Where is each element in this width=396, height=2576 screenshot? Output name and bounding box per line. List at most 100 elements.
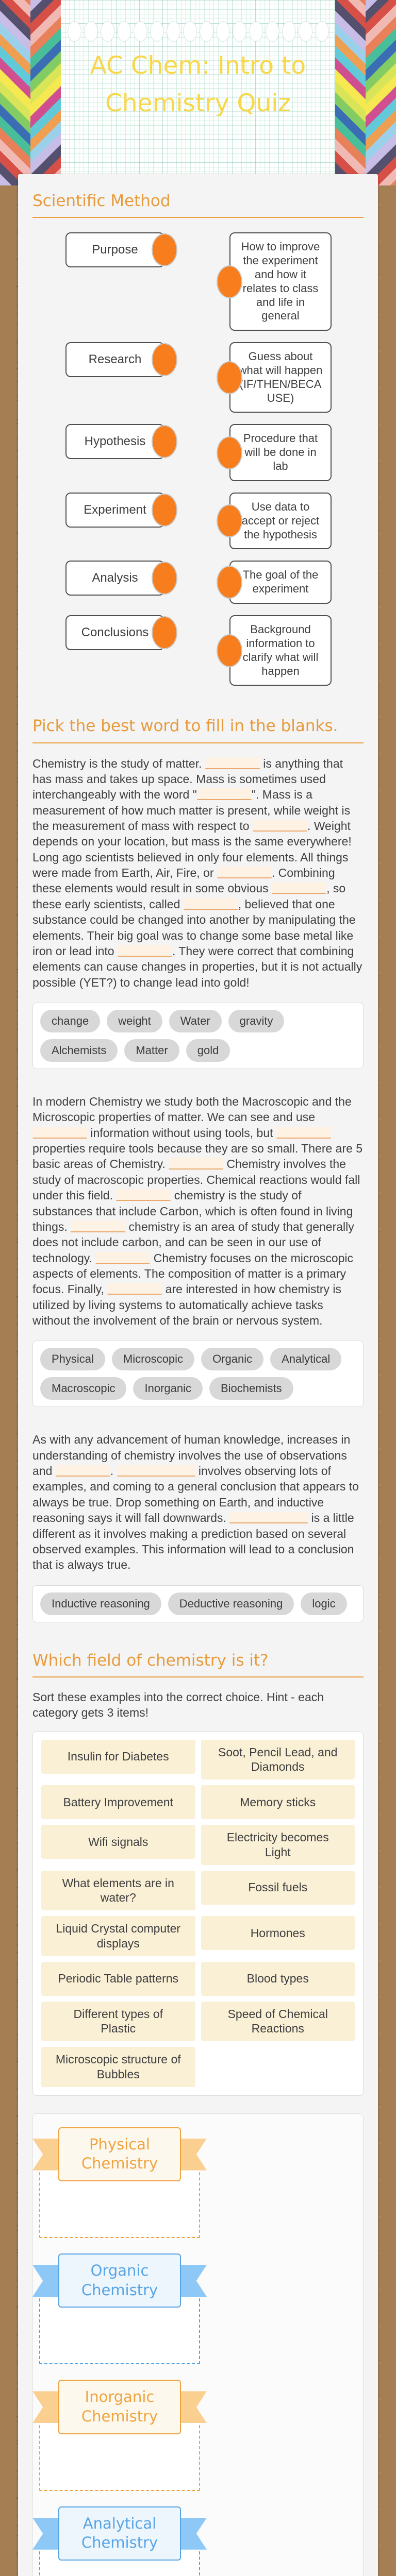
sortable-item[interactable]: Fossil fuels: [201, 1870, 355, 1905]
word-chip[interactable]: gravity: [228, 1009, 285, 1032]
category-inorganic-chemistry: Inorganic Chemistry: [39, 2380, 200, 2491]
answer-blank[interactable]: [272, 882, 327, 894]
connector-dot[interactable]: [152, 616, 177, 650]
sortable-item[interactable]: Microscopic structure of Bubbles: [41, 2047, 195, 2087]
match-definition: Guess about what will happen (IF/THEN/BE…: [217, 342, 332, 413]
category-organic-chemistry: Organic Chemistry: [39, 2253, 200, 2365]
section-fill-blanks: Pick the best word to fill in the blanks…: [32, 717, 364, 1622]
word-chip[interactable]: Biochemists: [209, 1377, 293, 1400]
ribbon-banner-icon: Organic Chemistry: [58, 2253, 181, 2308]
answer-blank[interactable]: [32, 1126, 87, 1139]
sortable-item[interactable]: Blood types: [201, 1961, 355, 1996]
sortable-item[interactable]: Speed of Chemical Reactions: [201, 2001, 355, 2042]
word-chip[interactable]: change: [40, 1009, 101, 1032]
word-chip[interactable]: Water: [169, 1009, 222, 1032]
punch-hole-icon: [249, 22, 262, 41]
sortable-item[interactable]: Periodic Table patterns: [41, 1961, 195, 1996]
graph-paper-background: [0, 0, 396, 185]
answer-blank[interactable]: [196, 788, 252, 801]
answer-blank[interactable]: [229, 1512, 308, 1524]
connector-dot[interactable]: [152, 562, 177, 595]
word-chip[interactable]: Matter: [124, 1039, 179, 1062]
match-definition-label: Background information to clarify what w…: [242, 623, 319, 677]
answer-blank[interactable]: [116, 1189, 171, 1201]
match-definition-label: Use data to accept or reject the hypothe…: [241, 500, 320, 541]
category-label: Inorganic Chemistry: [58, 2380, 181, 2434]
answer-blank[interactable]: [95, 1251, 151, 1264]
answer-blank[interactable]: [252, 820, 307, 832]
connector-dot[interactable]: [217, 436, 242, 469]
sortable-item[interactable]: Battery Improvement: [41, 1785, 195, 1820]
sortable-item[interactable]: Memory sticks: [201, 1785, 355, 1820]
word-chip[interactable]: Macroscopic: [40, 1377, 127, 1400]
answer-blank[interactable]: [107, 1283, 162, 1295]
word-chip[interactable]: Inorganic: [133, 1377, 203, 1400]
punch-hole-icon: [282, 22, 295, 41]
fill-blank-paragraph-1: Chemistry is the study of matter. is any…: [32, 756, 362, 989]
washi-tape-left: [0, 0, 61, 185]
match-definition: Background information to clarify what w…: [217, 615, 332, 686]
answer-blank[interactable]: [183, 897, 238, 910]
answer-blank[interactable]: [217, 867, 272, 879]
connector-dot[interactable]: [217, 566, 242, 599]
match-definition: How to improve the experiment and how it…: [217, 232, 332, 331]
word-chip[interactable]: Inductive reasoning: [40, 1592, 161, 1615]
word-chip[interactable]: Physical: [40, 1348, 105, 1371]
word-chip[interactable]: weight: [107, 1009, 162, 1032]
word-chip[interactable]: Microscopic: [111, 1348, 195, 1371]
answer-blank[interactable]: [169, 1158, 224, 1170]
punch-hole-icon: [101, 22, 114, 41]
scallop-border: [67, 22, 329, 41]
fill-blank-paragraph-2: In modern Chemistry we study both the Ma…: [32, 1094, 363, 1328]
answer-blank[interactable]: [205, 757, 260, 769]
connector-dot[interactable]: [217, 504, 242, 538]
connector-dot[interactable]: [152, 425, 177, 459]
connector-dot[interactable]: [152, 343, 177, 377]
word-chip[interactable]: Analytical: [270, 1348, 342, 1371]
connector-dot[interactable]: [217, 265, 242, 298]
connector-dot[interactable]: [217, 634, 242, 667]
punch-hole-icon: [299, 22, 312, 41]
section-heading: Pick the best word to fill in the blanks…: [32, 717, 338, 736]
sortable-item[interactable]: Liquid Crystal computer displays: [41, 1916, 195, 1956]
punch-hole-icon: [200, 22, 213, 41]
chevron-stripes-icon: [0, 0, 30, 185]
sortable-item[interactable]: Electricity becomes Light: [201, 1825, 355, 1865]
connector-dot[interactable]: [217, 361, 242, 394]
punch-hole-icon: [233, 22, 246, 41]
connector-dot[interactable]: [152, 493, 177, 527]
sortable-item[interactable]: Insulin for Diabetes: [41, 1739, 195, 1774]
answer-blank[interactable]: [71, 1220, 126, 1232]
word-chip[interactable]: gold: [186, 1039, 230, 1062]
answer-blank[interactable]: [117, 944, 172, 957]
answer-blank[interactable]: [117, 1465, 195, 1477]
word-chip[interactable]: Alchemists: [40, 1039, 118, 1062]
ribbon-banner-icon: Inorganic Chemistry: [58, 2380, 181, 2434]
sortable-item[interactable]: Hormones: [201, 1916, 355, 1951]
sortable-item[interactable]: Soot, Pencil Lead, and Diamonds: [201, 1739, 355, 1780]
sortable-item[interactable]: Different types of Plastic: [41, 2001, 195, 2042]
match-definition: Procedure that will be done in lab: [217, 424, 332, 481]
punch-hole-icon: [183, 22, 196, 41]
match-definition-label: Procedure that will be done in lab: [243, 432, 318, 473]
punch-hole-icon: [68, 22, 81, 41]
punch-hole-icon: [266, 22, 279, 41]
match-definition-label: How to improve the experiment and how it…: [241, 240, 320, 323]
answer-blank[interactable]: [55, 1465, 110, 1477]
match-term-label: Research: [88, 352, 142, 367]
answer-blank[interactable]: [276, 1126, 331, 1139]
sortable-item[interactable]: What elements are in water?: [41, 1870, 195, 1911]
punch-hole-icon: [150, 22, 163, 41]
word-chip[interactable]: Organic: [201, 1348, 264, 1371]
match-definition-label: The goal of the experiment: [242, 568, 319, 596]
section-which-field: Which field of chemistry is it? Sort the…: [32, 1651, 364, 2576]
connector-dot[interactable]: [152, 233, 177, 267]
word-chip[interactable]: Deductive reasoning: [168, 1592, 294, 1615]
word-chip[interactable]: logic: [301, 1592, 347, 1615]
punch-hole-icon: [167, 22, 180, 41]
sortable-item[interactable]: Wifi signals: [41, 1825, 195, 1859]
match-term: Purpose: [65, 232, 177, 268]
